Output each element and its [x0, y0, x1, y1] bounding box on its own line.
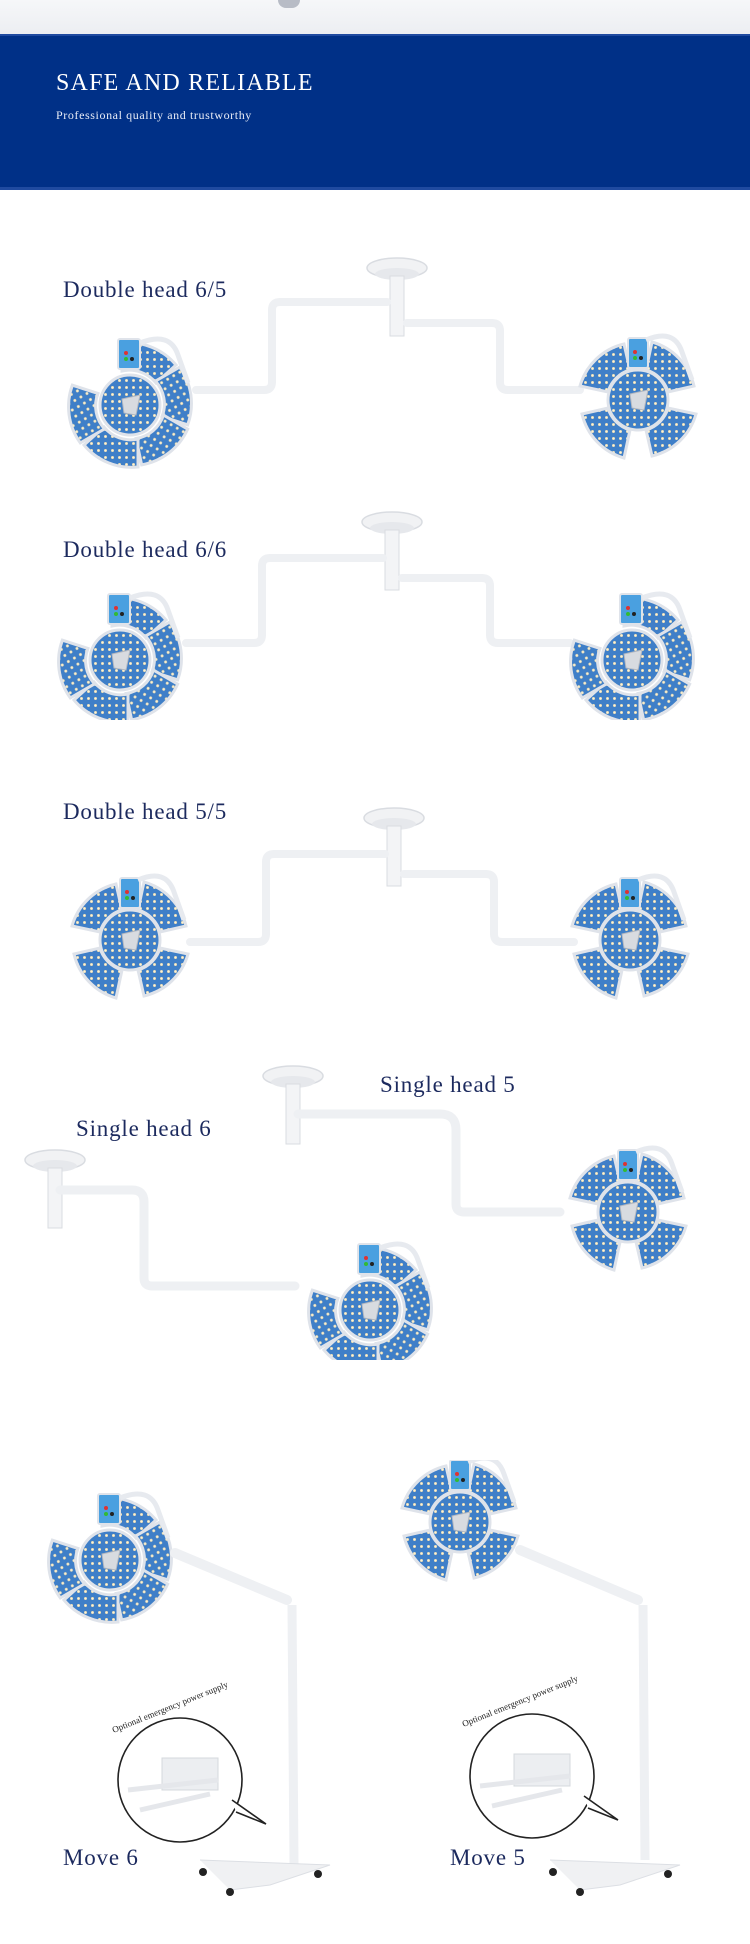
banner-title: SAFE AND RELIABLE: [56, 70, 314, 96]
double-head-5-5-image: [0, 790, 750, 1010]
product-label-move-6: Move 6: [63, 1845, 139, 1870]
lamp-head-6-icon: [53, 339, 207, 470]
lamp-head-6-icon: [293, 1244, 447, 1360]
top-image-strip: [0, 0, 750, 34]
product-label-single-6: Single head 6: [76, 1116, 212, 1141]
safe-reliable-banner: SAFE AND RELIABLE Professional quality a…: [0, 34, 750, 190]
product-label-double-5-5: Double head 5/5: [63, 799, 228, 824]
lamp-head-6-icon: [43, 594, 197, 720]
double-head-6-6-image: [0, 500, 750, 720]
image-fragment: [278, 0, 300, 8]
product-label-move-5: Move 5: [450, 1845, 526, 1870]
single-head-image: [0, 1040, 750, 1360]
mobile-stand-image: Optional emergency power supply Optional…: [0, 1460, 750, 1944]
product-label-single-5: Single head 5: [380, 1072, 516, 1097]
lamp-head-5-icon: [402, 1460, 518, 1580]
lamp-head-5-icon: [572, 876, 688, 998]
product-label-double-6-6: Double head 6/6: [63, 537, 228, 562]
lamp-head-6-icon: [555, 594, 709, 720]
lamp-head-6-icon: [33, 1494, 187, 1631]
lamp-head-5-icon: [570, 1148, 686, 1270]
product-label-double-6-5: Double head 6/5: [63, 277, 228, 302]
banner-subtitle: Professional quality and trustworthy: [56, 108, 252, 122]
double-head-6-5-image: [0, 250, 750, 470]
ceiling-mount-icon: [262, 1065, 324, 1145]
lamp-head-5-icon: [72, 876, 188, 998]
lamp-head-5-icon: [580, 336, 696, 458]
